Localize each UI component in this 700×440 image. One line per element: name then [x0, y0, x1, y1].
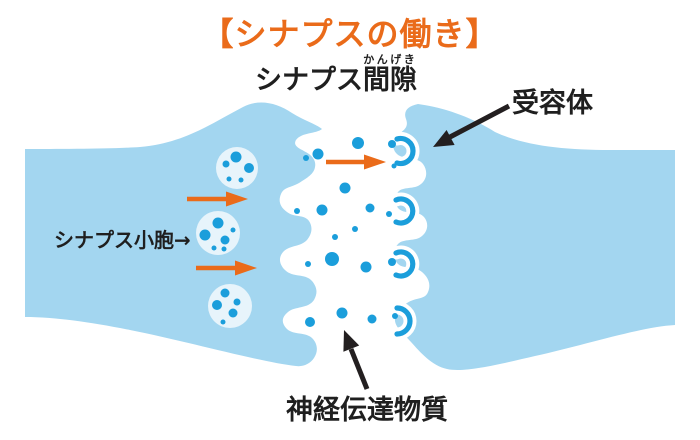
synaptic-vesicle [216, 147, 258, 189]
receptor [390, 132, 420, 170]
receptor-pointer-arrow [433, 103, 511, 147]
signal-arrow [326, 154, 386, 170]
neurotransmitter-pointer-arrow [343, 330, 370, 390]
receptor [389, 192, 420, 230]
neurotransmitter-label: 神経伝達物質 [286, 395, 448, 426]
diagram-title: 【シナプスの働き】 [201, 15, 499, 53]
synaptic-cleft-furigana: かんげき [363, 53, 417, 66]
synaptic-vesicle-label: シナプス小胞→ [54, 228, 191, 252]
receptor [390, 301, 417, 341]
synaptic-vesicle [196, 211, 240, 255]
synaptic-vesicle [208, 284, 252, 328]
receptor-group [389, 132, 420, 341]
signal-arrow [187, 191, 248, 207]
receptor-label: 受容体 [512, 88, 593, 119]
receptor [389, 245, 420, 283]
synaptic-cleft-label: シナプス間隙かんげき [255, 53, 417, 97]
synaptic-cleft-label-base: シナプス [255, 65, 363, 96]
synaptic-cleft-label-kanji: 間隙かんげき [363, 53, 417, 96]
neurotransmitter-dots [294, 137, 398, 327]
postsynaptic-neuron [393, 104, 675, 370]
signal-arrow [196, 260, 257, 276]
